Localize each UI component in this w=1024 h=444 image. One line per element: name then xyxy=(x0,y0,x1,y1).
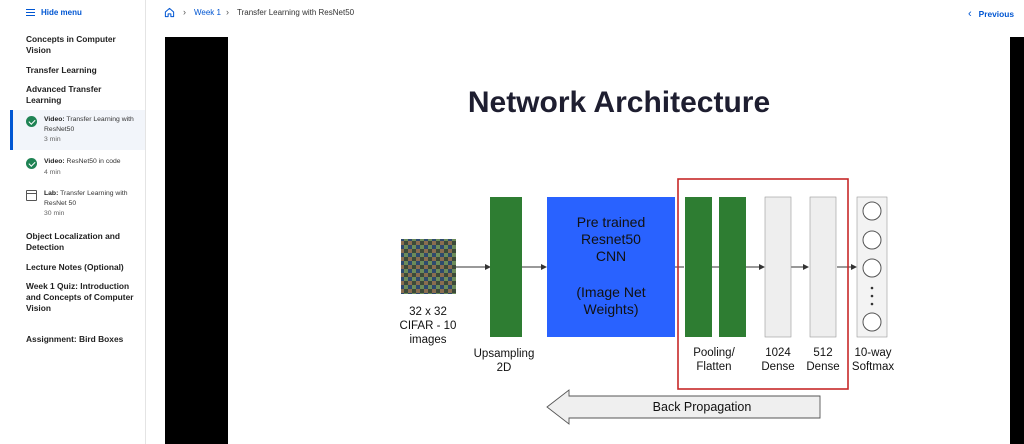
cnn-label-line3: CNN xyxy=(596,248,626,264)
sidebar-section-lecture-notes[interactable]: Lecture Notes (Optional) xyxy=(26,262,124,272)
dense-512-layer xyxy=(809,196,837,338)
completed-check-icon xyxy=(26,116,37,127)
back-propagation-arrow xyxy=(546,389,821,425)
hide-menu-label: Hide menu xyxy=(41,8,82,17)
dense1024-label-line2: Dense xyxy=(761,361,794,373)
breadcrumb-week[interactable]: Week 1 xyxy=(194,8,221,17)
dense512-label-line2: Dense xyxy=(806,361,839,373)
backprop-label: Back Propagation xyxy=(653,400,752,414)
cnn-label-line5: (Image Net xyxy=(576,284,645,300)
cnn-label-line2: Resnet50 xyxy=(581,231,641,247)
resnet50-cnn-block xyxy=(547,197,675,337)
sidebar-section-object-localization[interactable]: Object Localization and Detection xyxy=(26,231,120,252)
dense512-label-line1: 512 xyxy=(813,347,832,359)
lecture-slide: Network Architecture 32 x 32 C xyxy=(228,37,1010,444)
softmax-label-line1: 10-way xyxy=(854,347,891,359)
softmax-label-line2: Softmax xyxy=(852,361,894,373)
course-sidebar: Hide menu Concepts in Computer Vision Tr… xyxy=(0,0,146,444)
chevron-right-icon: › xyxy=(183,7,186,17)
cnn-label-line1: Pre trained xyxy=(577,214,645,230)
lab-icon xyxy=(26,190,37,201)
chevron-left-icon: ‹ xyxy=(967,8,972,20)
flatten-layer xyxy=(719,197,746,337)
sidebar-section-concepts[interactable]: Concepts in Computer Vision xyxy=(26,34,116,55)
upsampling-label-line1: Upsampling xyxy=(474,348,535,360)
sidebar-section-transfer-learning[interactable]: Transfer Learning xyxy=(26,65,97,75)
sidebar-item-text: Video: Transfer Learning with ResNet50 3… xyxy=(44,116,134,144)
previous-button[interactable]: ‹ Previous xyxy=(968,8,1014,20)
dense-1024-layer xyxy=(764,196,792,338)
sidebar-section-assignment-bird-boxes[interactable]: Assignment: Bird Boxes xyxy=(26,334,124,344)
pooling-layer xyxy=(685,197,712,337)
breadcrumb-bar: › Week 1 › Transfer Learning with ResNet… xyxy=(146,0,1024,28)
sidebar-item-video-transfer-learning[interactable]: Video: Transfer Learning with ResNet50 3… xyxy=(10,110,145,150)
home-icon[interactable] xyxy=(164,7,175,18)
architecture-diagram: 32 x 32 CIFAR - 10 images Upsampling 2D … xyxy=(400,178,894,425)
trainable-layers-highlight xyxy=(677,178,849,390)
sidebar-item-text: Video: ResNet50 in code 4 min xyxy=(44,158,121,176)
pooling-label-line2: Flatten xyxy=(696,361,731,373)
cnn-label-line6: Weights) xyxy=(584,301,639,317)
completed-check-icon xyxy=(26,158,37,169)
previous-label: Previous xyxy=(978,9,1014,19)
upsampling-label-line2: 2D xyxy=(497,362,512,374)
dense1024-label-line1: 1024 xyxy=(765,347,791,359)
hide-menu-button[interactable]: Hide menu xyxy=(26,8,82,17)
input-label-line2: CIFAR - 10 xyxy=(400,320,457,332)
sidebar-item-lab-transfer-learning[interactable]: Lab: Transfer Learning with ResNet 50 30… xyxy=(10,184,145,222)
input-label-line3: images xyxy=(409,334,446,346)
slide-title: Network Architecture xyxy=(467,86,771,119)
pooling-label-line1: Pooling/ xyxy=(693,347,735,359)
video-player[interactable]: Network Architecture 32 x 32 C xyxy=(165,37,1024,444)
menu-icon xyxy=(26,9,35,16)
upsampling-layer xyxy=(490,197,522,337)
sidebar-item-video-resnet50-code[interactable]: Video: ResNet50 in code 4 min xyxy=(10,152,145,180)
cifar-images-thumbnail xyxy=(401,239,456,294)
input-label-line1: 32 x 32 xyxy=(409,306,447,318)
breadcrumb-current: Transfer Learning with ResNet50 xyxy=(237,8,355,17)
sidebar-item-text: Lab: Transfer Learning with ResNet 50 30… xyxy=(44,190,128,218)
sidebar-section-advanced-transfer[interactable]: Advanced Transfer Learning xyxy=(26,84,102,105)
chevron-right-icon: › xyxy=(226,7,229,17)
sidebar-section-week1-quiz[interactable]: Week 1 Quiz: Introduction and Concepts o… xyxy=(26,281,134,313)
